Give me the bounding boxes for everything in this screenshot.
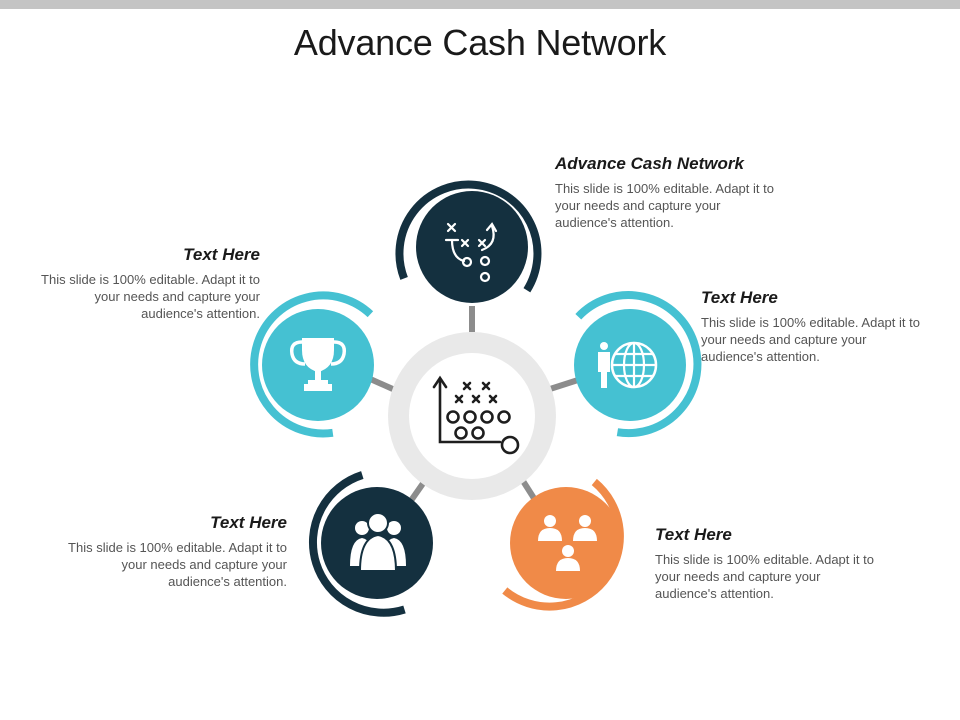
node-left-arc bbox=[250, 291, 374, 438]
group-people-icon bbox=[350, 512, 406, 572]
label-title: Text Here bbox=[701, 288, 778, 307]
team-network-icon bbox=[538, 515, 597, 571]
label-text: This slide is 100% editable. Adapt it to… bbox=[41, 272, 260, 321]
label-top: Advance Cash Network This slide is 100% … bbox=[555, 154, 785, 231]
slide-title: Advance Cash Network bbox=[293, 22, 667, 63]
node-left bbox=[250, 291, 374, 438]
label-bottom-right: Text Here This slide is 100% editable. A… bbox=[655, 525, 885, 602]
node-bottom-right bbox=[502, 478, 624, 611]
label-title: Text Here bbox=[655, 525, 732, 544]
trophy-icon bbox=[289, 338, 347, 391]
node-right-arc bbox=[575, 291, 702, 438]
play-strategy-icon bbox=[444, 222, 498, 283]
node-right bbox=[574, 291, 702, 438]
label-bottom-left: Text Here This slide is 100% editable. A… bbox=[57, 513, 287, 590]
node-top bbox=[395, 180, 542, 303]
globe-person-icon bbox=[598, 341, 658, 389]
strategy-playbook-icon bbox=[432, 375, 520, 455]
label-text: This slide is 100% editable. Adapt it to… bbox=[701, 315, 920, 364]
connector-right bbox=[549, 377, 579, 392]
node-top-arc bbox=[395, 180, 542, 293]
label-text: This slide is 100% editable. Adapt it to… bbox=[655, 552, 874, 601]
top-bar bbox=[0, 0, 960, 9]
label-right: Text Here This slide is 100% editable. A… bbox=[701, 288, 931, 365]
connector-left bbox=[366, 375, 397, 393]
connectors bbox=[366, 306, 579, 505]
label-left: Text Here This slide is 100% editable. A… bbox=[30, 245, 260, 322]
label-title: Text Here bbox=[183, 245, 260, 264]
node-bottom-left bbox=[308, 471, 433, 617]
hub-circle bbox=[388, 332, 556, 500]
connector-bottom-left bbox=[407, 480, 427, 504]
label-title: Text Here bbox=[210, 513, 287, 532]
label-title: Advance Cash Network bbox=[555, 154, 744, 173]
label-text: This slide is 100% editable. Adapt it to… bbox=[555, 181, 774, 230]
node-bottom-left-arc bbox=[308, 471, 406, 617]
label-text: This slide is 100% editable. Adapt it to… bbox=[68, 540, 287, 589]
